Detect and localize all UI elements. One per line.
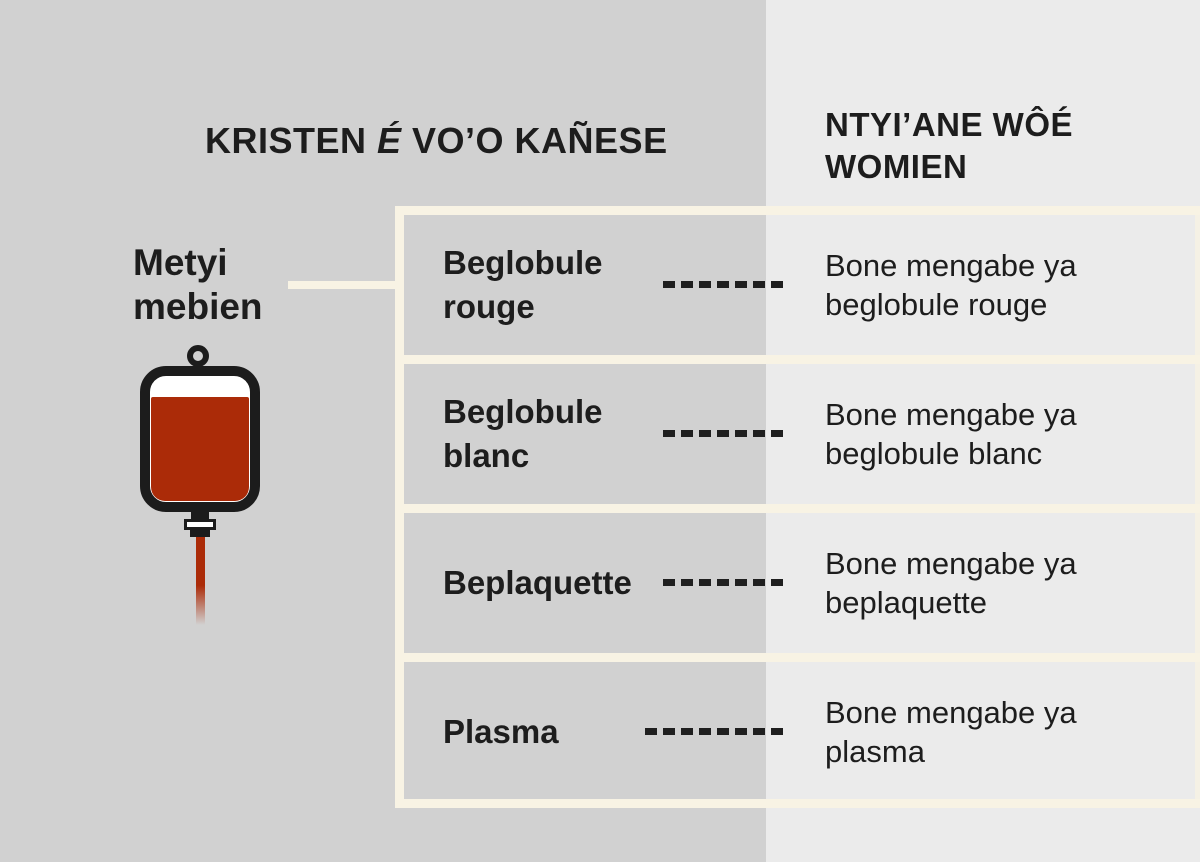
header-left-pre: KRISTEN <box>205 120 378 161</box>
bag-hanger-ring <box>187 345 209 367</box>
bag-tube <box>196 537 205 625</box>
term-cell: Beplaquette <box>443 513 632 653</box>
term-line1: Beplaquette <box>443 564 632 601</box>
bag-port-stem <box>191 511 209 519</box>
table-row: Beplaquette Bone mengabe ya beplaquette <box>404 513 1200 653</box>
connector-line <box>288 281 400 289</box>
term-line1: Beglobule <box>443 393 603 430</box>
term-line2: rouge <box>443 288 535 325</box>
description-cell: Bone mengabe ya beglobule rouge <box>825 215 1077 355</box>
term-line2: blanc <box>443 437 530 474</box>
term-cell: Beglobule blanc <box>443 364 603 504</box>
bag-port-flange <box>184 519 216 530</box>
description-cell: Bone mengabe ya plasma <box>825 662 1077 802</box>
bag-blood-fill <box>151 397 249 501</box>
header-left-post: VO’O KAÑESE <box>401 120 668 161</box>
desc-line1: Bone mengabe ya <box>825 397 1077 432</box>
header-right-line2: WOMIEN <box>825 148 968 185</box>
table-row: Beglobule blanc Bone mengabe ya beglobul… <box>404 364 1200 504</box>
table-border-bottom <box>395 799 1200 808</box>
term-cell: Beglobule rouge <box>443 215 603 355</box>
right-background-band <box>766 0 1200 862</box>
desc-line2: beglobule rouge <box>825 287 1048 322</box>
table-border-right <box>1195 206 1200 808</box>
desc-line2: plasma <box>825 734 925 769</box>
description-cell: Bone mengabe ya beglobule blanc <box>825 364 1077 504</box>
table-row: Plasma Bone mengabe ya plasma <box>404 662 1200 802</box>
source-label-line1: Metyi <box>133 242 228 283</box>
desc-line1: Bone mengabe ya <box>825 248 1077 283</box>
dashed-link-line <box>663 281 789 288</box>
dashed-link-line <box>645 728 788 735</box>
desc-line1: Bone mengabe ya <box>825 695 1077 730</box>
row-divider-3 <box>395 653 1200 662</box>
term-line1: Beglobule <box>443 244 603 281</box>
table-row: Beglobule rouge Bone mengabe ya beglobul… <box>404 215 1200 355</box>
dashed-link-line <box>663 579 789 586</box>
header-left-accent: É <box>377 120 402 161</box>
row-divider-2 <box>395 504 1200 513</box>
column-header-meanings: NTYI’ANE WÔÉ WOMIEN <box>825 104 1073 188</box>
term-cell: Plasma <box>443 662 559 802</box>
header-right-line1: NTYI’ANE WÔÉ <box>825 106 1074 143</box>
dashed-link-line <box>663 430 789 437</box>
bag-port-nub <box>190 530 210 537</box>
desc-line2: beplaquette <box>825 585 988 620</box>
row-divider-1 <box>395 355 1200 364</box>
left-background-band <box>0 0 766 862</box>
desc-line2: beglobule blanc <box>825 436 1043 471</box>
term-line1: Plasma <box>443 713 559 750</box>
source-label: Metyi mebien <box>133 241 263 329</box>
column-header-terms: KRISTEN É VO’O KAÑESE <box>205 120 668 162</box>
table-border-top <box>395 206 1200 215</box>
desc-line1: Bone mengabe ya <box>825 546 1077 581</box>
source-label-line2: mebien <box>133 286 263 327</box>
description-cell: Bone mengabe ya beplaquette <box>825 513 1077 653</box>
